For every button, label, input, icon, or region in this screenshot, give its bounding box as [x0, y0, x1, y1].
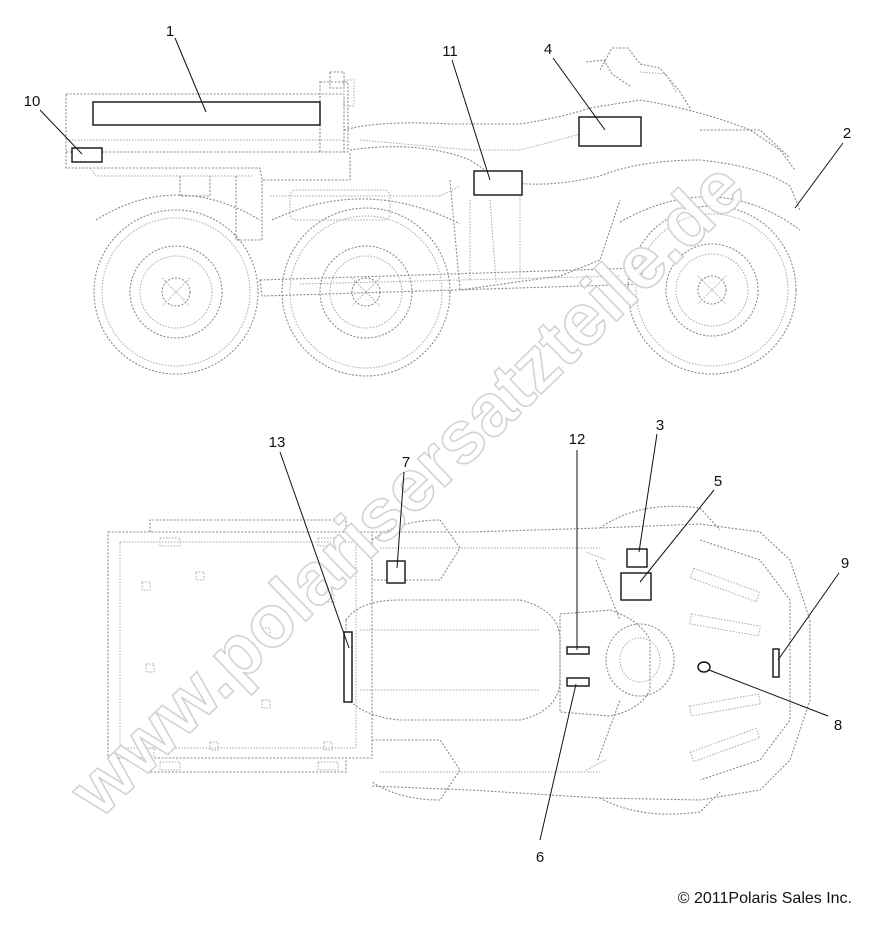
top-view: [107, 505, 811, 815]
copyright-text: © 2011Polaris Sales Inc.: [677, 890, 852, 907]
callout-8: 8: [834, 717, 842, 734]
decal-12-outline: [566, 646, 590, 655]
decal-10-outline: [71, 147, 103, 163]
leader-2: [794, 142, 844, 209]
watermark-text: www.polarisersatzteile.de: [53, 145, 760, 832]
leader-1: [174, 37, 207, 113]
callout-6: 6: [536, 849, 544, 866]
decal-13-outline: [343, 631, 353, 703]
leader-13: [279, 451, 350, 649]
callout-7: 7: [402, 454, 410, 471]
decal-9-outline: [772, 648, 780, 678]
callout-5: 5: [714, 473, 722, 490]
callout-4: 4: [544, 41, 552, 58]
callout-13: 13: [269, 434, 286, 451]
decal-8-outline: [697, 661, 711, 673]
leader-4: [552, 57, 606, 131]
callout-3: 3: [656, 417, 664, 434]
leader-5: [639, 489, 715, 583]
decal-3-outline: [626, 548, 648, 568]
leader-lines: [39, 37, 844, 841]
leader-6: [539, 683, 577, 841]
decal-7-outline: [386, 560, 406, 584]
decal-11-outline: [473, 170, 523, 196]
callout-1: 1: [166, 23, 174, 40]
leader-11: [451, 59, 491, 181]
callout-11: 11: [442, 43, 458, 60]
decal-6-outline: [566, 677, 590, 687]
leader-10: [39, 109, 83, 155]
wheel-rear-2: [281, 207, 451, 377]
cargo-box: [65, 93, 345, 153]
decal-outlines: [71, 101, 780, 703]
decal-4-outline: [578, 116, 642, 147]
callout-9: 9: [841, 555, 849, 572]
leader-3: [638, 433, 658, 553]
callout-10: 10: [24, 93, 41, 110]
side-view: [65, 47, 801, 377]
decal-5-outline: [620, 572, 652, 601]
callout-labels: 1 2 3 4 5 6 7 8 9 10 11 12 13: [24, 23, 852, 866]
leader-8: [708, 669, 829, 717]
callout-12: 12: [569, 431, 586, 448]
decal-1-outline: [92, 101, 321, 126]
callout-2: 2: [843, 125, 851, 142]
wheel-rear-1: [93, 209, 259, 375]
wheel-front: [627, 205, 797, 375]
leader-7: [396, 471, 405, 569]
leader-9: [777, 572, 840, 661]
